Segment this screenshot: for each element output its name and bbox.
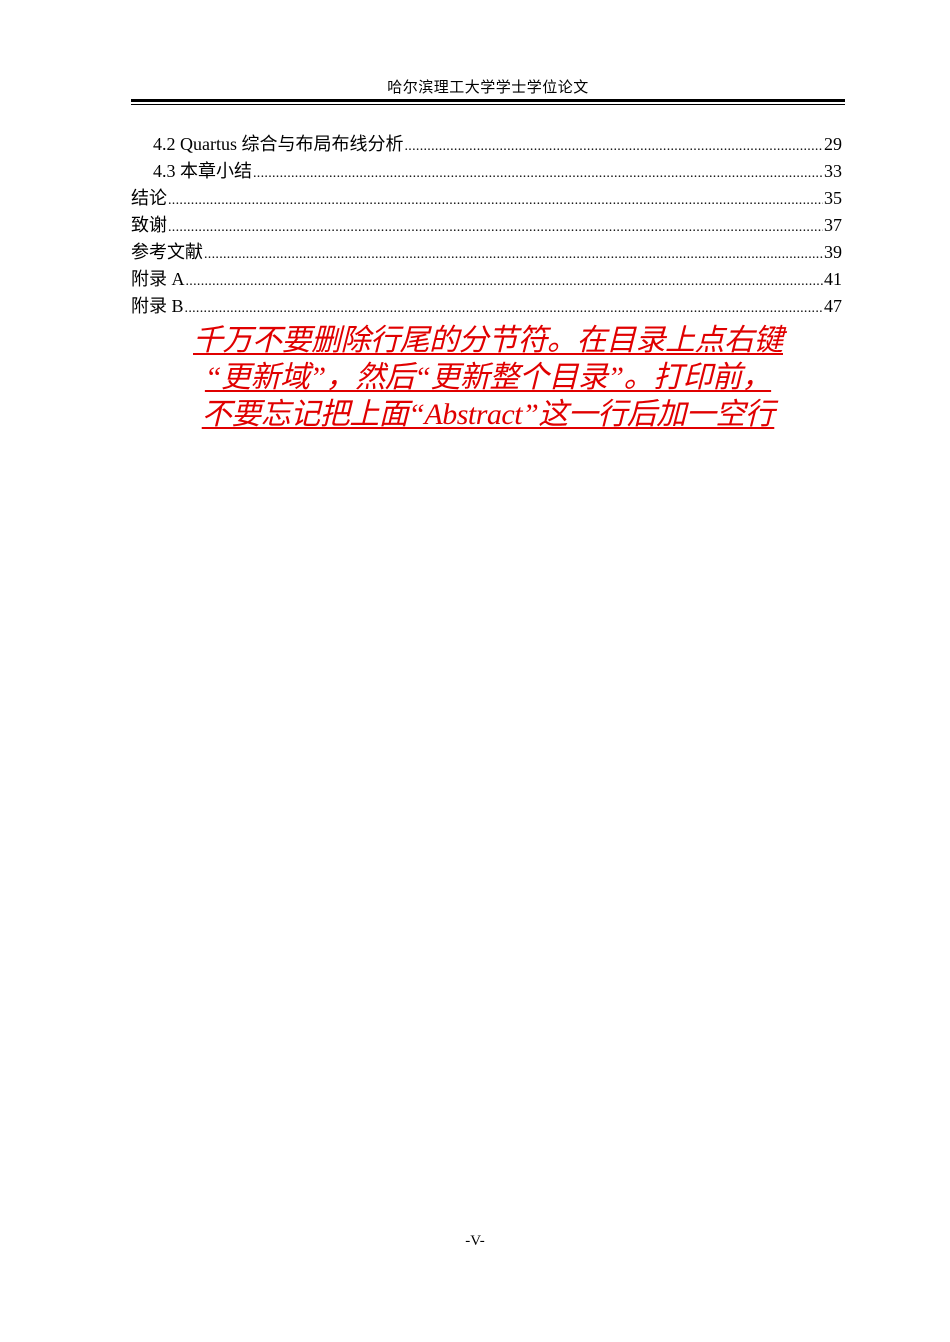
toc-entry-page: 35 xyxy=(824,188,842,208)
toc-dot-leader xyxy=(204,241,823,266)
instruction-line: 千万不要删除行尾的分节符。在目录上点右键 xyxy=(193,324,784,357)
toc-entry-page: 37 xyxy=(824,215,842,235)
toc-entry-page: 47 xyxy=(824,296,842,316)
toc-entry-4-2[interactable]: 4.2 Quartus 综合与布局布线分析 29 xyxy=(131,131,842,158)
toc-entry-title: 附录 B xyxy=(131,296,184,316)
toc-entry-references[interactable]: 参考文献 39 xyxy=(131,239,842,266)
toc-entry-page: 29 xyxy=(824,134,842,154)
page-number: -V- xyxy=(465,1233,485,1249)
toc-entry-page: 39 xyxy=(824,242,842,262)
toc-dot-leader xyxy=(186,268,824,293)
toc-dot-leader xyxy=(253,160,823,185)
toc-dot-leader xyxy=(168,187,823,212)
red-instruction-note: 千万不要删除行尾的分节符。在目录上点右键 “更新域”，然后“更新整个目录”。打印… xyxy=(131,322,845,433)
toc-entry-page: 33 xyxy=(824,161,842,181)
toc-entry-title: 附录 A xyxy=(131,269,185,289)
toc-entry-title: 4.2 Quartus 综合与布局布线分析 xyxy=(153,134,404,154)
toc-entry-title: 参考文献 xyxy=(131,242,203,262)
toc-entry-page: 41 xyxy=(824,269,842,289)
toc-entry-title: 4.3 本章小结 xyxy=(153,161,252,181)
instruction-line: 不要忘记把上面“Abstract”这一行后加一空行 xyxy=(201,398,775,431)
toc-entry-conclusion[interactable]: 结论 35 xyxy=(131,185,842,212)
toc-entry-appendix-a[interactable]: 附录 A 41 xyxy=(131,266,842,293)
toc-entry-title: 致谢 xyxy=(131,215,167,235)
toc-entry-title: 结论 xyxy=(131,188,167,208)
instruction-line: “更新域”，然后“更新整个目录”。打印前， xyxy=(204,361,772,394)
header-rule-thick xyxy=(131,99,845,102)
toc-dot-leader xyxy=(168,214,823,239)
header-rule-thin xyxy=(131,103,845,105)
toc-dot-leader xyxy=(185,295,823,320)
toc-dot-leader xyxy=(405,133,824,158)
toc-entry-4-3[interactable]: 4.3 本章小结 33 xyxy=(131,158,842,185)
toc-entry-appendix-b[interactable]: 附录 B 47 xyxy=(131,293,842,320)
page-header-title: 哈尔滨理工大学学士学位论文 xyxy=(387,80,589,96)
table-of-contents: 4.2 Quartus 综合与布局布线分析 29 4.3 本章小结 33 结论 … xyxy=(131,131,842,320)
toc-entry-acknowledgements[interactable]: 致谢 37 xyxy=(131,212,842,239)
